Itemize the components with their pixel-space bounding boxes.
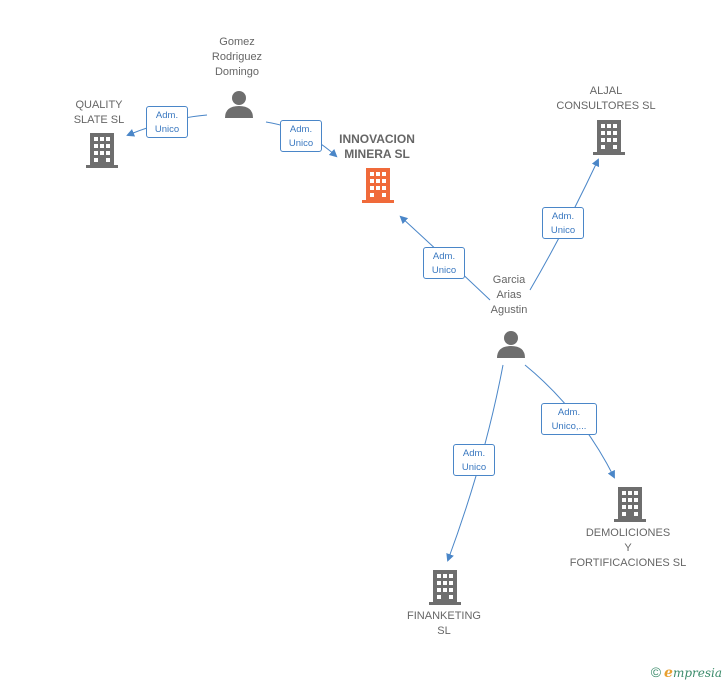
copyright-symbol: ©	[650, 664, 662, 680]
building-icon[interactable]	[362, 168, 394, 203]
edge-label-garcia-innovacion: Adm. Unico	[423, 247, 465, 279]
edge-label-garcia-aljal: Adm. Unico	[542, 207, 584, 239]
building-icon[interactable]	[429, 570, 461, 605]
building-icon[interactable]	[614, 487, 646, 522]
person-icon[interactable]	[225, 91, 253, 118]
node-label-gomez[interactable]: Gomez Rodriguez Domingo	[211, 36, 263, 78]
edge-label-garcia-demoliciones: Adm. Unico,...	[541, 403, 597, 435]
brand-initial: e	[664, 665, 673, 681]
building-icon[interactable]	[593, 120, 625, 155]
node-label-aljal-consultores[interactable]: ALJAL CONSULTORES SL	[556, 85, 656, 112]
edge-label-garcia-finanketing: Adm. Unico	[453, 444, 495, 476]
brand-logo: ©empresia	[651, 664, 722, 681]
building-icon[interactable]	[86, 133, 118, 168]
edge-label-gomez-quality: Adm. Unico	[146, 106, 188, 138]
node-label-innovacion-minera[interactable]: INNOVACION MINERA SL	[339, 132, 415, 161]
brand-name: mpresia	[672, 666, 722, 680]
node-label-demoliciones[interactable]: DEMOLICIONES Y FORTIFICACIONES SL	[569, 527, 687, 569]
edge-label-gomez-innovacion: Adm. Unico	[280, 120, 322, 152]
node-label-quality-slate[interactable]: QUALITY SLATE SL	[73, 99, 125, 126]
person-icon[interactable]	[497, 331, 525, 358]
node-label-garcia[interactable]: Garcia Arias Agustin	[490, 274, 528, 316]
node-label-finanketing[interactable]: FINANKETING SL	[407, 610, 481, 637]
